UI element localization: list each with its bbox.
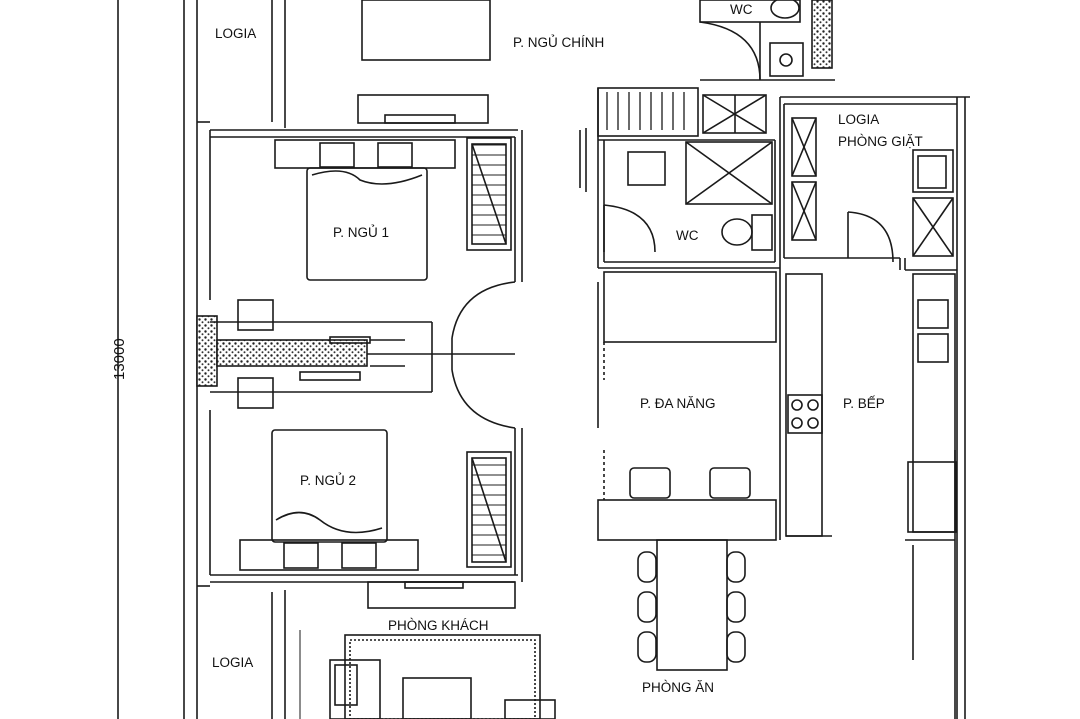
wc-middle bbox=[603, 141, 773, 253]
kitchen-furniture bbox=[785, 273, 957, 660]
label-logia-top: LOGIA bbox=[215, 26, 256, 41]
label-master-bedroom: P. NGỦ CHÍNH bbox=[513, 35, 604, 50]
label-multipurpose: P. ĐA NĂNG bbox=[640, 396, 716, 411]
label-logia-laundry-2: PHÒNG GIẶT bbox=[838, 134, 923, 149]
label-logia-laundry-1: LOGIA bbox=[838, 112, 879, 127]
label-wc-middle: WC bbox=[676, 228, 699, 243]
label-logia-bottom: LOGIA bbox=[212, 655, 253, 670]
storage-top bbox=[597, 87, 767, 137]
dining-table bbox=[637, 539, 746, 671]
label-kitchen: P. BẾP bbox=[843, 396, 885, 411]
master-bed bbox=[357, 0, 491, 124]
wc-top bbox=[699, 0, 835, 81]
bedroom-1-furniture bbox=[274, 137, 512, 281]
label-living-room: PHÒNG KHÁCH bbox=[388, 618, 489, 633]
label-wc-top: WC bbox=[730, 2, 753, 17]
laundry-logia bbox=[791, 117, 954, 263]
central-walls bbox=[579, 88, 970, 271]
label-bedroom-1: P. NGỦ 1 bbox=[333, 225, 389, 240]
corridor-bedrooms bbox=[196, 281, 599, 429]
label-dining-room: PHÒNG ĂN bbox=[642, 680, 714, 695]
bedroom-2-furniture bbox=[239, 429, 516, 609]
dimension-label: 13000 bbox=[111, 338, 128, 380]
outer-walls bbox=[183, 0, 966, 719]
living-room-furniture bbox=[299, 630, 556, 719]
label-bedroom-2: P. NGỦ 2 bbox=[300, 473, 356, 488]
